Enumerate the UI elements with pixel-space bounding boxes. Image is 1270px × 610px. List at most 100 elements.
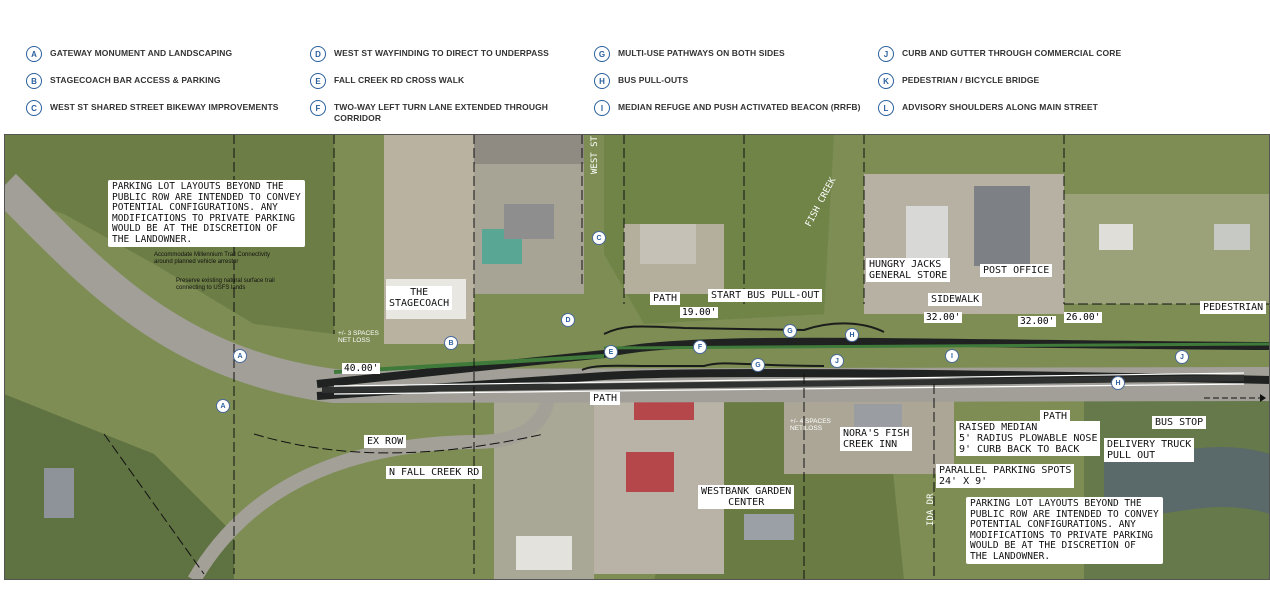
- building-post-office: [974, 186, 1030, 266]
- marker-j-2[interactable]: J: [1175, 350, 1189, 364]
- building-hungry-jacks: [906, 206, 948, 266]
- millennium-note: Accommodate Millennium Trail Connectivit…: [154, 252, 271, 265]
- building-grey: [504, 204, 554, 239]
- marker-g-1[interactable]: G: [783, 324, 797, 338]
- label-west-st: WEST ST: [590, 136, 600, 174]
- label-parallel-parking: PARALLEL PARKING SPOTS 24' X 9': [936, 464, 1075, 488]
- legend-text-k: PEDESTRIAN / BICYCLE BRIDGE: [902, 75, 1040, 85]
- legend-item-j: J CURB AND GUTTER THROUGH COMMERCIAL CORE: [878, 46, 1182, 62]
- road-centerline-dark: [321, 375, 1245, 393]
- legend-text-b: STAGECOACH BAR ACCESS & PARKING: [50, 75, 221, 85]
- marker-h-1[interactable]: H: [845, 328, 859, 342]
- legend-text-c: WEST ST SHARED STREET BIKEWAY IMPROVEMEN…: [50, 102, 279, 112]
- legend-text-a: GATEWAY MONUMENT AND LANDSCAPING: [50, 48, 233, 58]
- legend-item-f: F TWO-WAY LEFT TURN LANE EXTENDED THROUGH…: [310, 100, 564, 124]
- building-red-roof-2: [626, 452, 674, 492]
- legend-text-f: TWO-WAY LEFT TURN LANE EXTENDED THROUGH …: [334, 102, 549, 123]
- label-westbank-garden: WESTBANK GARDEN CENTER: [698, 485, 795, 509]
- building-north-row: [474, 134, 584, 164]
- building-noras: [854, 404, 902, 430]
- legend-item-e: E FALL CREEK RD CROSS WALK: [310, 73, 574, 89]
- east-arrowhead: [1260, 394, 1266, 402]
- legend-item-h: H BUS PULL-OUTS: [594, 73, 858, 89]
- path-south-outline: [581, 362, 825, 371]
- label-hungry-jacks: HUNGRY JACKS GENERAL STORE: [866, 258, 951, 282]
- dimension-19: 19.00': [680, 307, 719, 318]
- building-east-house: [1099, 224, 1133, 250]
- legend-item-b: B STAGECOACH BAR ACCESS & PARKING: [26, 73, 290, 89]
- marker-h-2[interactable]: H: [1111, 376, 1125, 390]
- legend-badge-h: H: [594, 73, 610, 89]
- marker-a-2[interactable]: A: [216, 399, 230, 413]
- marker-i[interactable]: I: [945, 349, 959, 363]
- spaces-loss-4: +/- 4 SPACES NET LOSS: [790, 418, 831, 432]
- legend-item-d: D WEST ST WAYFINDING TO DIRECT TO UNDERPA…: [310, 46, 574, 62]
- legend-text-j: CURB AND GUTTER THROUGH COMMERCIAL CORE: [902, 48, 1122, 58]
- median-green-north: [603, 342, 1270, 350]
- legend-badge-a: A: [26, 46, 42, 62]
- path-north-outline: [603, 322, 885, 335]
- legend-text-l: ADVISORY SHOULDERS ALONG MAIN STREET: [902, 102, 1098, 112]
- legend-text-d: WEST ST WAYFINDING TO DIRECT TO UNDERPAS…: [334, 48, 549, 58]
- label-n-fall-creek-rd: N FALL CREEK RD: [386, 466, 483, 479]
- marker-b[interactable]: B: [444, 336, 458, 350]
- marker-f[interactable]: F: [693, 340, 707, 354]
- forest-southwest: [4, 394, 234, 580]
- legend-badge-k: K: [878, 73, 894, 89]
- legend-badge-i: I: [594, 100, 610, 116]
- label-path-east: PATH: [1040, 410, 1071, 423]
- legend-badge-g: G: [594, 46, 610, 62]
- label-delivery-truck: DELIVERY TRUCK PULL OUT: [1104, 438, 1195, 462]
- label-bus-stop: BUS STOP: [1152, 416, 1207, 429]
- label-start-bus-pullout: START BUS PULL-OUT: [708, 289, 823, 302]
- legend: A GATEWAY MONUMENT AND LANDSCAPING B STAGE…: [0, 0, 1270, 130]
- label-noras-fish-creek-inn: NORA'S FISH CREEK INN: [840, 427, 913, 451]
- dimension-32-a: 32.00': [924, 312, 963, 323]
- label-ex-row: EX ROW: [364, 435, 407, 448]
- road-stripe-1: [333, 372, 1245, 387]
- parking-note-left: PARKING LOT LAYOUTS BEYOND THE PUBLIC RO…: [108, 180, 305, 247]
- legend-badge-j: J: [878, 46, 894, 62]
- aerial-plan-map: PARKING LOT LAYOUTS BEYOND THE PUBLIC RO…: [4, 134, 1270, 580]
- label-pedestrian: PEDESTRIAN: [1200, 301, 1267, 314]
- legend-text-h: BUS PULL-OUTS: [618, 75, 689, 85]
- dimension-40: 40.00': [342, 363, 381, 374]
- building-north-center: [640, 224, 696, 264]
- legend-item-k: K PEDESTRIAN / BICYCLE BRIDGE: [878, 73, 1142, 89]
- legend-badge-e: E: [310, 73, 326, 89]
- label-stagecoach: THE STAGECOACH: [386, 286, 453, 310]
- legend-text-g: MULTI-USE PATHWAYS ON BOTH SIDES: [618, 48, 785, 58]
- building-southwest: [44, 468, 74, 518]
- building-east-house-2: [1214, 224, 1250, 250]
- legend-badge-f: F: [310, 100, 326, 116]
- marker-g-2[interactable]: G: [751, 358, 765, 372]
- legend-badge-c: C: [26, 100, 42, 116]
- building-south: [516, 536, 572, 570]
- legend-badge-l: L: [878, 100, 894, 116]
- label-post-office: POST OFFICE: [980, 264, 1053, 277]
- marker-c[interactable]: C: [592, 231, 606, 245]
- legend-text-e: FALL CREEK RD CROSS WALK: [334, 75, 465, 85]
- n-fall-creek-road: [187, 394, 556, 580]
- legend-item-l: L ADVISORY SHOULDERS ALONG MAIN STREET: [878, 100, 1142, 116]
- preserve-note: Preserve existing natural surface trail …: [176, 278, 275, 291]
- marker-d[interactable]: D: [561, 313, 575, 327]
- label-path-north: PATH: [650, 292, 681, 305]
- building-garden-center: [744, 514, 794, 540]
- marker-a-1[interactable]: A: [233, 349, 247, 363]
- legend-badge-d: D: [310, 46, 326, 62]
- dimension-32-b: 32.00': [1018, 316, 1057, 327]
- label-sidewalk: SIDEWALK: [928, 293, 983, 306]
- parking-note-right: PARKING LOT LAYOUTS BEYOND THE PUBLIC RO…: [966, 497, 1163, 564]
- marker-e[interactable]: E: [604, 345, 618, 359]
- road-stripe-2: [333, 383, 1245, 395]
- label-ida-dr: IDA DR: [926, 493, 936, 526]
- dimension-26: 26.00': [1064, 312, 1103, 323]
- highway-existing: [4, 173, 1270, 404]
- legend-badge-b: B: [26, 73, 42, 89]
- spaces-loss-3: +/- 3 SPACES NET LOSS: [338, 330, 379, 344]
- marker-j-1[interactable]: J: [830, 354, 844, 368]
- lot-east-north: [1064, 194, 1270, 304]
- legend-item-c: C WEST ST SHARED STREET BIKEWAY IMPROVEME…: [26, 100, 290, 116]
